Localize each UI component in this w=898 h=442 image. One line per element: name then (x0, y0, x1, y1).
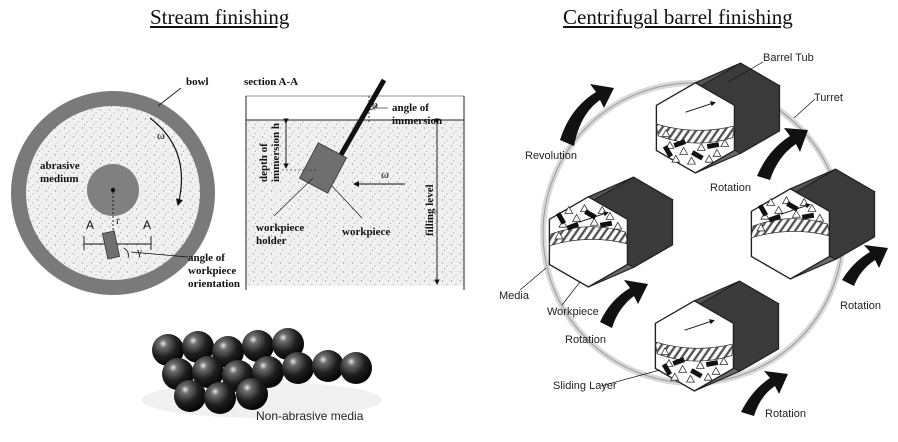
media-ball (212, 336, 244, 368)
depth-label-1: depth of (258, 143, 270, 182)
orientation-label-3: orientation (188, 278, 240, 290)
media-caption: Non-abrasive media (256, 409, 364, 423)
section-a-left: A (86, 218, 95, 232)
immersion-angle-label-1: angle of (392, 102, 429, 114)
sliding-layer-label: Sliding Layer (553, 380, 617, 392)
media-label: Media (499, 290, 529, 302)
workpiece-barrel-label: Workpiece (547, 306, 599, 318)
barrel-tub (655, 62, 781, 174)
section-aa-label: section A-A (244, 76, 299, 88)
radius-r-label: r (116, 215, 120, 227)
immersion-angle-label-2: immersion (392, 115, 443, 127)
workpiece-label: workpiece (342, 226, 391, 238)
gamma-label: γ (137, 246, 142, 258)
turret-label: Turret (814, 92, 843, 104)
media-ball (252, 356, 284, 388)
barrel-tub (654, 280, 780, 392)
stream-finishing-title: Stream finishing (150, 5, 290, 29)
section-a-right: A (143, 218, 152, 232)
section-medium (246, 120, 464, 286)
workpiece-holder-rod (335, 78, 387, 162)
rotation-arrow-mid (600, 280, 648, 328)
media-ball (152, 334, 184, 366)
orientation-label-2: workpiece (188, 265, 237, 277)
media-ball (242, 330, 274, 362)
media-ball (182, 331, 214, 363)
rotation-label-bottom: Rotation (765, 408, 806, 420)
barrel-tub (750, 168, 876, 280)
omega-symbol-top: ω (157, 128, 165, 142)
media-ball (312, 350, 344, 382)
rotation-arrow-top (757, 128, 808, 180)
revolution-label: Revolution (525, 150, 577, 162)
omega-symbol-section: ω (381, 167, 389, 181)
holder-label-2: holder (256, 235, 287, 247)
rotation-arc-arrow (149, 117, 183, 207)
rotation-arrow-bottom (741, 371, 788, 416)
bowl-center-dot (110, 187, 116, 193)
abrasive-medium-label-1: abrasive (40, 160, 80, 172)
orientation-label-1: angle of (188, 252, 225, 264)
media-ball (236, 378, 268, 410)
barrel-tub-label: Barrel Tub (763, 52, 814, 64)
media-ball (174, 380, 206, 412)
centrifugal-barrel-title: Centrifugal barrel finishing (563, 5, 793, 29)
media-ball (204, 382, 236, 414)
holder-label-1: workpiece (256, 222, 305, 234)
barrel-tub (548, 176, 674, 288)
rotation-label-top: Rotation (710, 182, 751, 194)
media-balls (142, 328, 382, 418)
revolution-arrow (560, 84, 614, 146)
abrasive-medium-label-2: medium (40, 173, 79, 185)
filling-level-label: filling level (424, 184, 436, 236)
bowl-label: bowl (186, 76, 209, 88)
workpiece-section (298, 142, 348, 194)
media-ball (340, 352, 372, 384)
depth-label-2: immersion h (270, 123, 282, 182)
workpiece-top-view (101, 230, 121, 260)
media-ball (192, 356, 224, 388)
media-ball (282, 352, 314, 384)
media-ball (272, 328, 304, 360)
rotation-arrow-right (842, 245, 888, 286)
rotation-label-right: Rotation (840, 300, 881, 312)
rotation-label-mid: Rotation (565, 334, 606, 346)
phi-symbol: φ (372, 100, 378, 111)
